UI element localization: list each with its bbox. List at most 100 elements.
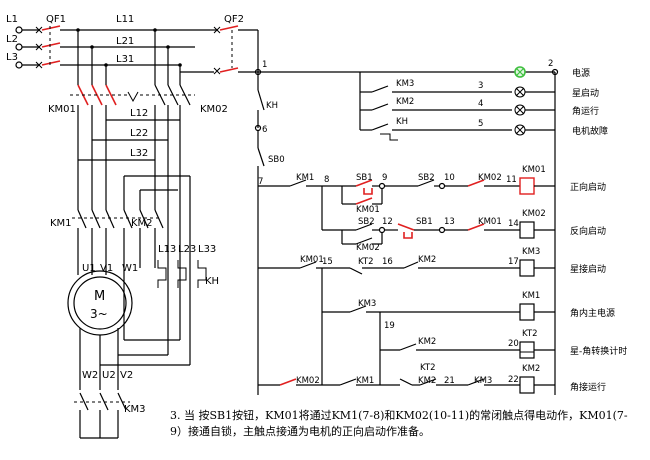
r6-km2: KM2: [418, 376, 436, 386]
node-12: 12: [382, 217, 393, 227]
coil6-label: KM2: [522, 364, 540, 374]
node-6: 6: [262, 125, 267, 135]
r1-sb1: SB1: [356, 173, 373, 183]
ind-kh: KH: [396, 117, 408, 127]
km01-main-contacts: [70, 84, 130, 106]
node-9: 9: [382, 173, 387, 183]
coil-km3: [519, 259, 535, 277]
node-15: 15: [322, 257, 333, 267]
r3-km2: KM2: [418, 255, 436, 265]
coil2-label: KM02: [522, 209, 546, 219]
node-19: 19: [384, 321, 395, 331]
label-star-contactor: 星接启动: [570, 263, 606, 275]
label-kh: KH: [205, 276, 219, 287]
km2-main-contacts: [120, 209, 164, 229]
label-motor-fault: 电机故障: [572, 125, 608, 137]
label-rev-start: 反向启动: [570, 225, 606, 237]
coil4-label: KM1: [522, 291, 540, 301]
r6-km02: KM02: [296, 376, 320, 386]
label-l23: L23: [178, 244, 196, 255]
node-3: 3: [478, 81, 483, 91]
motor: M 3~: [67, 270, 133, 336]
km1-main-contacts: [72, 209, 120, 229]
caption-text: 3. 当 按SB1按钮，KM01将通过KM1(7-8)和KM02(10-11)的…: [170, 409, 628, 438]
coil-km1: [519, 303, 535, 321]
coil-km2: [519, 376, 535, 394]
node-4: 4: [478, 99, 483, 109]
motor-m-label: M: [94, 289, 105, 304]
r2-sb1: SB1: [416, 217, 433, 227]
label-l3: L3: [6, 52, 18, 63]
label-kh-nc: KH: [266, 101, 278, 111]
label-l31: L31: [116, 54, 134, 65]
qf1-breaker: [35, 25, 61, 69]
label-delta-run: 角运行: [572, 105, 599, 117]
km02-main-contacts: [140, 84, 195, 106]
node-17: 17: [508, 257, 519, 267]
label-l2: L2: [6, 34, 18, 45]
label-qf1: QF1: [46, 14, 66, 25]
label-v2: V2: [120, 370, 133, 381]
label-l12: L12: [130, 108, 148, 119]
node-21: 21: [444, 376, 455, 386]
label-km2: KM2: [131, 218, 153, 229]
label-qf2: QF2: [224, 14, 244, 25]
indicator-lamps: [514, 86, 526, 136]
coil-km01: [519, 177, 535, 195]
label-u2: U2: [102, 370, 116, 381]
ind-km3: KM3: [396, 79, 414, 89]
label-u1: U1: [82, 263, 96, 274]
label-delta-running: 角接运行: [570, 381, 606, 393]
label-sb0: SB0: [268, 155, 285, 165]
node-13: 13: [444, 217, 455, 227]
r1-sb2: SB2: [418, 173, 435, 183]
kh-thermal-relay: [157, 260, 207, 288]
label-l1: L1: [6, 14, 18, 25]
coil3-label: KM3: [522, 247, 540, 257]
r6-kt2: KT2: [420, 363, 436, 373]
coil-kt2: [519, 341, 535, 359]
power-indicator-lamp: [514, 66, 526, 78]
label-l21: L21: [116, 36, 134, 47]
coil5-label: KT2: [522, 329, 538, 339]
label-l11: L11: [116, 14, 134, 25]
node-2: 2: [548, 59, 553, 69]
label-km3: KM3: [124, 404, 146, 415]
node-11: 11: [506, 175, 517, 185]
node-22: 22: [508, 375, 519, 385]
label-l33: L33: [198, 244, 216, 255]
coil-km02: [519, 221, 535, 239]
power-circuit: L1 L2 L3 QF1 L11 L21 L31 QF2: [6, 14, 258, 439]
node-10: 10: [444, 173, 455, 183]
r3-kt2: KT2: [358, 257, 374, 267]
node-5: 5: [478, 119, 483, 129]
node-7: 7: [258, 177, 263, 187]
interlock-mark: [127, 91, 139, 103]
label-star-start: 星启动: [572, 87, 599, 99]
km3-star-contacts: [74, 392, 130, 439]
r2-sb2: SB2: [358, 217, 375, 227]
ind-km2: KM2: [396, 97, 414, 107]
label-l22: L22: [130, 128, 148, 139]
node-16: 16: [382, 257, 393, 267]
r2-km02: KM02: [356, 243, 380, 253]
label-star-delta-timer: 星-角转换计时: [570, 345, 627, 357]
label-km1: KM1: [50, 218, 72, 229]
label-l32: L32: [130, 148, 148, 159]
r4-km3: KM3: [358, 299, 376, 309]
motor-phase-label: 3~: [90, 307, 108, 321]
r3-km01: KM01: [300, 255, 324, 265]
node-14: 14: [508, 219, 519, 229]
label-delta-main: 角内主电源: [570, 307, 615, 319]
node-1: 1: [262, 60, 267, 70]
r5-km2: KM2: [418, 337, 436, 347]
label-w2: W2: [82, 370, 98, 381]
r6-km3: KM3: [474, 376, 492, 386]
coil1-label: KM01: [522, 165, 546, 175]
r6-km1: KM1: [356, 376, 374, 386]
terminal-l1: [15, 26, 23, 34]
label-v1: V1: [100, 263, 113, 274]
label-fwd-start: 正向启动: [570, 181, 606, 193]
label-source: 电源: [572, 67, 590, 79]
